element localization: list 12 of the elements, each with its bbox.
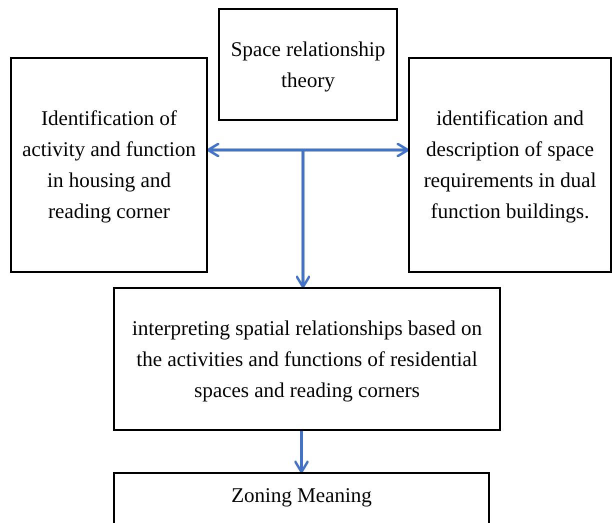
box-text: Zoning Meaning	[231, 482, 372, 509]
arrow	[206, 142, 410, 158]
process-box	[10, 57, 208, 273]
process-box	[408, 57, 612, 273]
process-box	[113, 287, 501, 431]
box-text: Identification of activity and function in housing and reading corner	[22, 105, 196, 225]
box-text: identification and description of space requirements in dual function buildings.	[422, 105, 598, 225]
arrow	[294, 431, 309, 474]
arrow	[296, 150, 310, 288]
box-text: Space relationship theory	[230, 36, 386, 94]
process-box	[218, 8, 398, 121]
box-text: interpreting spatial relationships based on the activities and functions of residential spaces and reading corners	[131, 314, 483, 404]
